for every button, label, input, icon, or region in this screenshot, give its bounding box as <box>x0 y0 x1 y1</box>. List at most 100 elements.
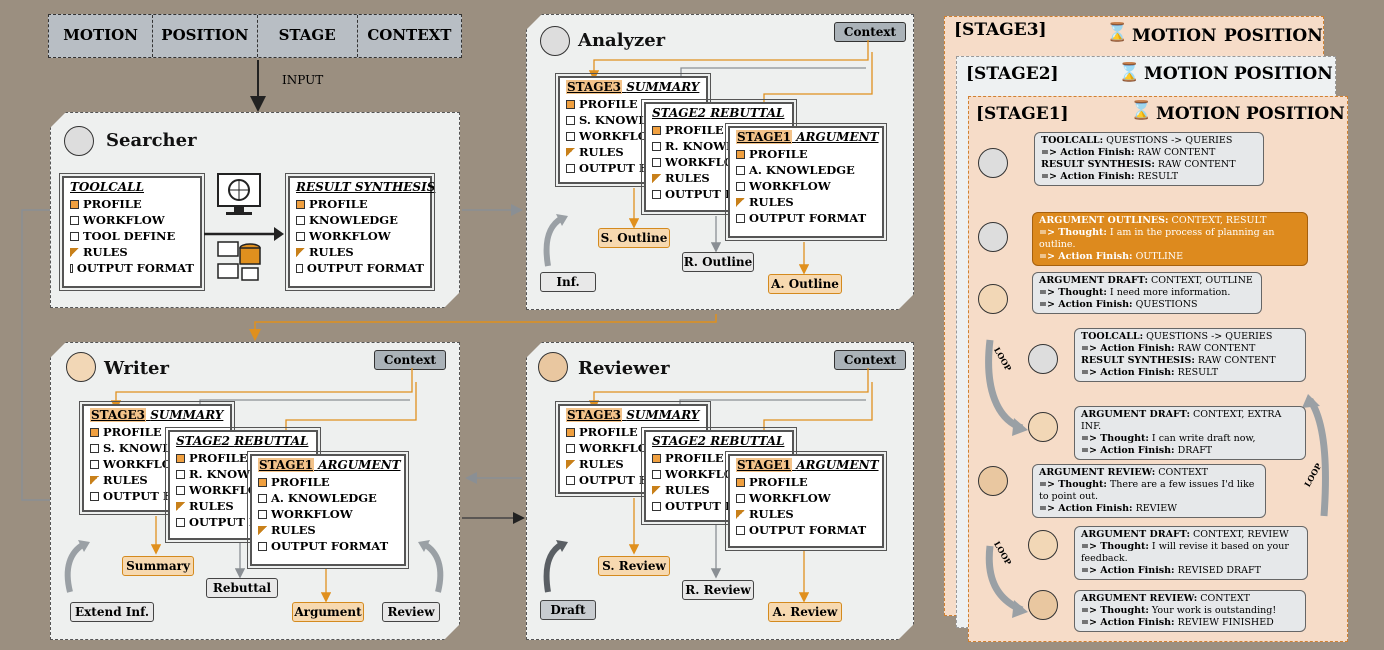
list-item: WORKFLOW <box>646 466 792 482</box>
rules-icon <box>652 173 661 183</box>
list-item: S. KNOWL <box>560 112 706 128</box>
profile-icon <box>176 453 185 463</box>
list-item: RULES <box>560 456 706 472</box>
loop-arrows <box>985 339 1329 618</box>
knowledge-icon <box>258 493 267 503</box>
profile-icon <box>258 477 267 487</box>
stage3-title: [STAGE3] <box>954 20 1047 40</box>
list-item: OUTPUT FORMAT <box>730 210 882 226</box>
profile-icon <box>566 99 575 109</box>
workflow-icon <box>736 493 745 503</box>
workflow-icon <box>176 485 185 495</box>
list-item: WORKFLOW <box>252 506 404 522</box>
writer-avatar <box>66 352 96 382</box>
message-review-1: ARGUMENT REVIEW: CONTEXT => Thought: The… <box>1032 464 1266 518</box>
result-synthesis-box: RESULT SYNTHESIS PROFILE KNOWLEDGE WORKF… <box>285 173 436 291</box>
msg-line: => Thought: I can write draft now, <box>1081 433 1256 444</box>
list-item: RULES <box>730 194 882 210</box>
searcher-title: Searcher <box>106 130 197 151</box>
workflow-icon <box>566 443 575 453</box>
toolcall-header: TOOLCALL <box>70 180 145 194</box>
list-item: R. KNOWL <box>170 466 316 482</box>
searcher-avatar <box>64 126 94 156</box>
knowledge-icon <box>296 215 305 225</box>
msg-line: ARGUMENT DRAFT: CONTEXT, OUTLINE <box>1039 275 1253 286</box>
writer-avatar <box>978 284 1008 314</box>
msg-line: => Action Finish: REVIEW <box>1039 503 1177 514</box>
analyzer-inf: Inf. <box>540 272 596 292</box>
output-icon <box>176 517 185 527</box>
input-label: INPUT <box>282 73 324 87</box>
list-item: WORKFLOW <box>730 178 882 194</box>
msg-line: => Action Finish: DRAFT <box>1081 445 1213 456</box>
message-outline: ARGUMENT OUTLINES: CONTEXT, RESULT => Th… <box>1032 212 1308 266</box>
curved-arrow-icon <box>64 540 90 593</box>
stage-header: STAGE2 REBUTTAL <box>652 106 785 120</box>
msg-line: ARGUMENT DRAFT: CONTEXT, REVIEW <box>1081 529 1289 540</box>
msg-line: => Action Finish: RESULT <box>1041 171 1179 182</box>
curved-arrow-icon <box>543 214 568 267</box>
output-a-outline: A. Outline <box>768 274 842 294</box>
synthesis-header: RESULT SYNTHESIS <box>296 180 436 194</box>
output-icon <box>566 475 575 485</box>
list-item: KNOWLEDGE <box>290 212 430 228</box>
stage3-position: POSITION <box>1224 26 1323 46</box>
reviewer-context: Context <box>834 350 906 370</box>
msg-line: RESULT SYNTHESIS: RAW CONTENT <box>1041 159 1236 170</box>
msg-line: => Thought: I am in the process of plann… <box>1039 227 1275 250</box>
stage-header: STAGE2 REBUTTAL <box>176 434 309 448</box>
analyzer-title: Analyzer <box>578 30 666 51</box>
list-item: PROFILE <box>646 450 792 466</box>
list-item: WORKFLO <box>646 154 792 170</box>
msg-line: => Action Finish: RAW CONTENT <box>1081 343 1256 354</box>
output-r-review: R. Review <box>682 580 754 600</box>
stage-header: STAGE1 ARGUMENT <box>258 458 401 472</box>
list-item: RULES <box>730 506 882 522</box>
output-icon <box>652 501 661 511</box>
msg-line: ARGUMENT OUTLINES: CONTEXT, RESULT <box>1039 215 1267 226</box>
list-item: WORKFLOW <box>64 212 200 228</box>
list-item: RULES <box>646 482 792 498</box>
rules-icon <box>90 475 99 485</box>
list-item: OUTPUT F <box>560 160 706 176</box>
stage-header: STAGE2 REBUTTAL <box>652 434 785 448</box>
rules-icon <box>176 501 185 511</box>
profile-icon <box>652 125 661 135</box>
msg-line: => Action Finish: REVIEW FINISHED <box>1081 617 1274 628</box>
workflow-icon <box>566 131 575 141</box>
list-item: PROFILE <box>64 196 200 212</box>
input-motion: MOTION <box>49 15 154 57</box>
analyzer-avatar <box>540 26 570 56</box>
list-item: PROFILE <box>560 96 706 112</box>
list-item: PROFILE <box>290 196 430 212</box>
knowledge-icon <box>566 115 575 125</box>
reviewer-avatar <box>538 352 568 382</box>
knowledge-icon <box>90 443 99 453</box>
tool-icon <box>70 231 79 241</box>
msg-line: => Action Finish: RESULT <box>1081 367 1219 378</box>
list-item: RULES <box>64 244 200 260</box>
list-item: OUTPUT FORMAT <box>252 538 404 554</box>
output-icon <box>652 189 661 199</box>
list-item: OUTPUT FORMAT <box>730 522 882 538</box>
writer-review: Review <box>382 602 440 622</box>
curved-arrow-icon <box>418 540 444 593</box>
msg-line: TOOLCALL: QUESTIONS -> QUERIES <box>1081 331 1273 342</box>
list-item: PROFILE <box>730 146 882 162</box>
searcher-avatar <box>978 148 1008 178</box>
searcher-avatar <box>1028 344 1058 374</box>
list-item: PROFILE <box>84 424 230 440</box>
knowledge-icon <box>652 141 661 151</box>
list-item: WORKFLOW <box>290 228 430 244</box>
msg-line: => Action Finish: OUTLINE <box>1039 251 1184 262</box>
reviewer-draft: Draft <box>540 600 596 620</box>
hourglass-icon: ⌛ <box>1106 22 1129 43</box>
message-draft-2: ARGUMENT DRAFT: CONTEXT, EXTRA INF. => T… <box>1074 406 1306 460</box>
input-bar: MOTION POSITION STAGE CONTEXT <box>48 14 462 58</box>
msg-line: ARGUMENT REVIEW: CONTEXT <box>1081 593 1250 604</box>
list-item: WORKFLOW <box>84 456 230 472</box>
writer-title: Writer <box>104 358 169 379</box>
rules-icon <box>652 485 661 495</box>
msg-line: => Thought: I need more information. <box>1039 287 1231 298</box>
message-review-2: ARGUMENT REVIEW: CONTEXT => Thought: You… <box>1074 590 1306 632</box>
